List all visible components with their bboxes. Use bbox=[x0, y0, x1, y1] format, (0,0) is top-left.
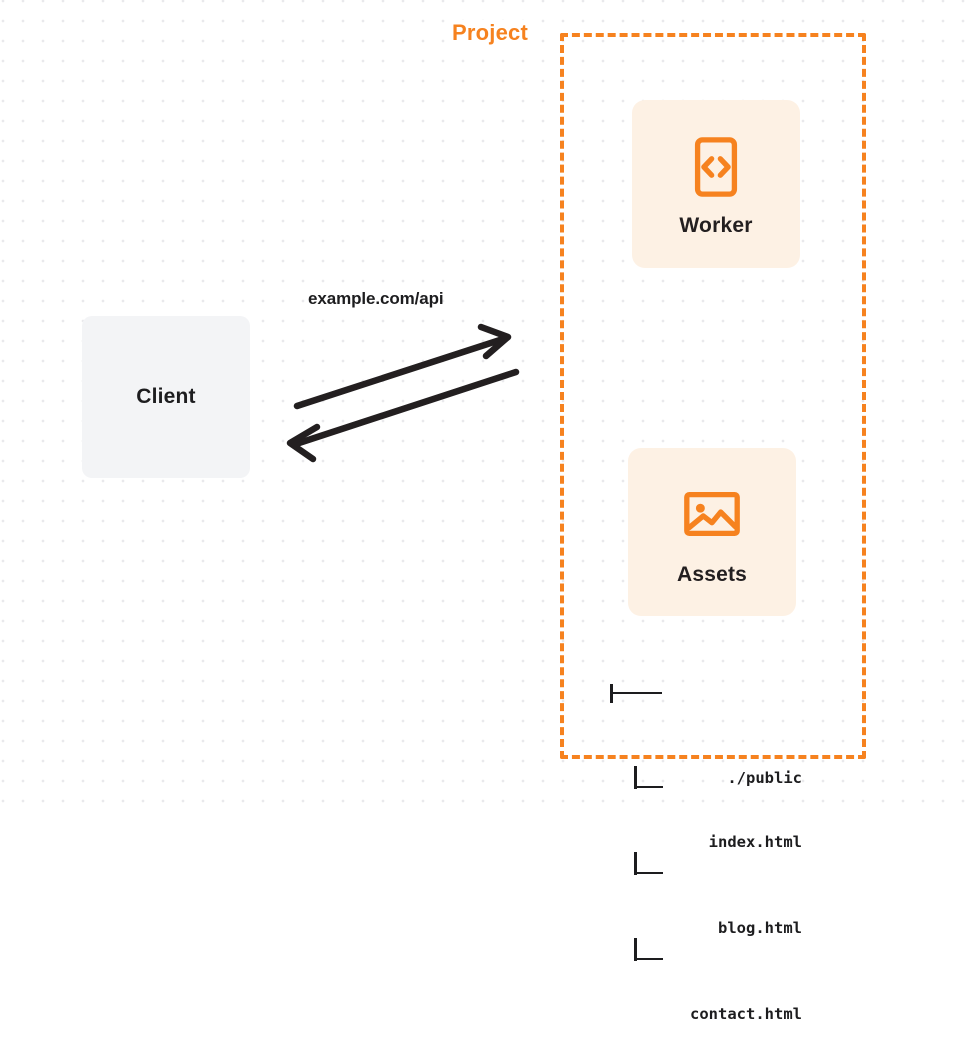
tree-file-label: blog.html bbox=[718, 919, 802, 937]
worker-label: Worker bbox=[679, 214, 753, 237]
tree-branch-horizontal bbox=[634, 785, 663, 789]
arrow-inbound bbox=[286, 368, 520, 463]
project-title: Project bbox=[445, 20, 535, 46]
image-icon bbox=[684, 491, 740, 537]
diagram-canvas: Client example.com/api Project Worker bbox=[0, 0, 980, 1023]
assets-label: Assets bbox=[676, 563, 748, 586]
tree-row-root: ./public bbox=[600, 682, 802, 787]
assets-card[interactable]: Assets bbox=[628, 448, 796, 616]
tree-branch-horizontal bbox=[634, 871, 663, 875]
tree-branch-horizontal bbox=[634, 957, 663, 961]
tree-row-file: contact.html bbox=[600, 937, 802, 1023]
arrow-outbound bbox=[293, 323, 512, 410]
code-brackets-icon bbox=[694, 137, 738, 197]
project-container bbox=[560, 33, 866, 759]
client-node[interactable]: Client bbox=[82, 316, 250, 478]
tree-branch-horizontal bbox=[610, 691, 662, 695]
asset-file-tree: ./public index.html blog.html contact.ht… bbox=[600, 617, 802, 1026]
tree-branch-vertical bbox=[634, 765, 637, 789]
tree-file-label: index.html bbox=[708, 833, 802, 851]
tree-row-file: blog.html bbox=[600, 851, 802, 937]
tree-root-label: ./public bbox=[727, 768, 802, 787]
tree-file-label: contact.html bbox=[690, 1005, 802, 1023]
request-url-label: example.com/api bbox=[308, 289, 444, 308]
worker-card[interactable]: Worker bbox=[632, 100, 800, 268]
tree-row-file: index.html bbox=[600, 765, 802, 851]
client-label: Client bbox=[136, 385, 196, 408]
